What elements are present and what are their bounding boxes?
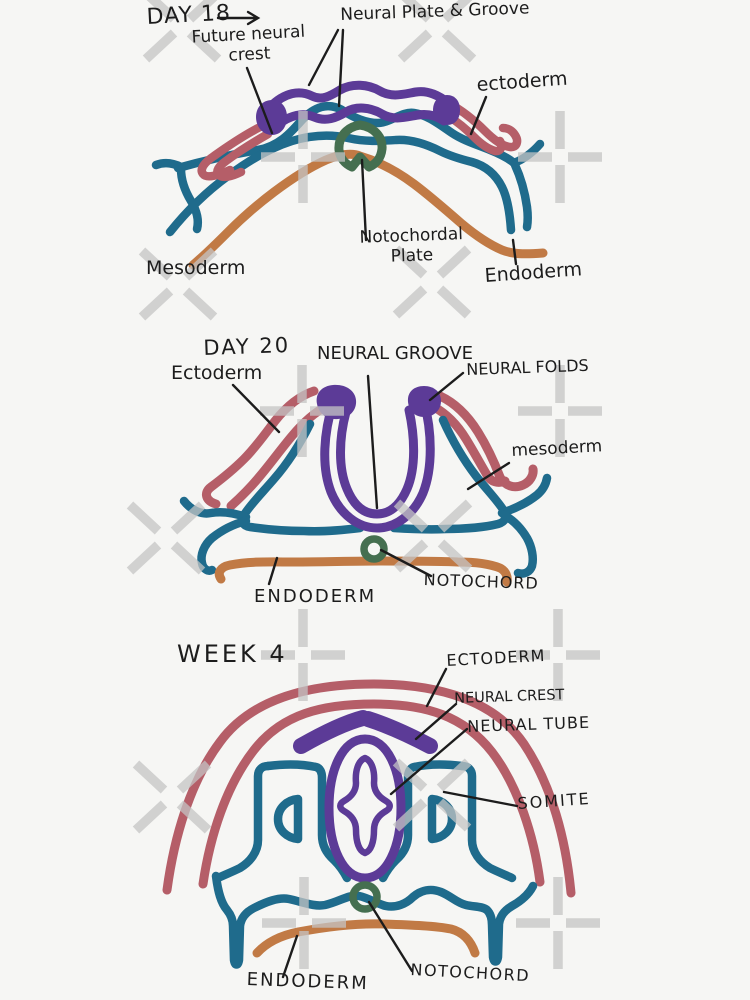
- mesoderm-p1-text: Mesoderm: [146, 257, 246, 279]
- p3-neural-crest-chevron-right: [360, 711, 438, 754]
- leader-notochordal-plate: [360, 158, 368, 242]
- p1-ectoderm-left-inner: [213, 129, 273, 182]
- watermark-plus-icon: [260, 365, 344, 457]
- leader-neural-folds: [428, 371, 465, 402]
- leader-endoderm-p1: [511, 238, 518, 266]
- p2-mesoderm-left-arm: [179, 496, 251, 522]
- leader-future-neural-crest: [245, 66, 274, 135]
- day18-right-arrow-icon: [216, 10, 261, 26]
- p1-mesoderm-left-tail: [176, 164, 202, 234]
- p1-ectoderm-right-inner: [439, 109, 506, 156]
- p3-neural-canal-slit: [337, 754, 393, 857]
- watermark-plus-icon: [262, 877, 346, 969]
- leader-notochord-p2: [379, 548, 433, 578]
- p3-neural-structures: [293, 710, 438, 883]
- label-notochordal-plate: Notochordal Plate: [352, 224, 471, 268]
- p2-neural-groove-inner: [336, 405, 419, 519]
- label-neural-groove: NEURAL GROOVE: [317, 343, 474, 365]
- p3-neural-tube-oval: [324, 734, 406, 883]
- p2-mesoderm-right-tail: [499, 510, 538, 578]
- notochord-p2-text: NOTOCHORD: [423, 570, 540, 594]
- notochordal-plate-line2: Plate: [390, 244, 434, 267]
- panel2-day20-drawing: [179, 384, 552, 587]
- watermark-plus-icon: [518, 111, 602, 203]
- p1-notochordal-plate-shape: [334, 120, 387, 172]
- leader-endoderm-p2: [267, 556, 279, 586]
- p3-neural-crest-chevron-left: [293, 710, 371, 754]
- p2-ectoderm-right-outer: [435, 391, 538, 492]
- p3-somite-left-cavity: [273, 794, 303, 844]
- leader-neural-plate-left: [307, 28, 340, 87]
- label-ectoderm-p2: Ectoderm: [171, 362, 263, 385]
- leader-somite: [442, 790, 519, 808]
- day20-title-text: DAY 20: [203, 332, 291, 360]
- p2-notochord-ring: [360, 535, 388, 563]
- p1-future-crest-blob-right: [433, 95, 460, 125]
- p2-ectoderm-left-inner: [226, 401, 332, 511]
- p3-endoderm-layer: [252, 919, 480, 958]
- leader-ectoderm-p2: [231, 383, 281, 434]
- leader-neural-crest: [414, 702, 458, 741]
- endoderm-p2-text: ENDODERM: [254, 586, 377, 607]
- leader-mesoderm-p2: [466, 461, 511, 491]
- p1-neural-plate-top: [265, 80, 453, 112]
- leader-lines: [216, 10, 519, 979]
- p3-ectoderm-inner-arc: [198, 699, 545, 889]
- panel1-day18-drawing: [151, 80, 548, 270]
- neural-groove-text: NEURAL GROOVE: [317, 343, 474, 364]
- leader-endoderm-p3: [281, 934, 299, 979]
- endoderm-p3-text: ENDODERM: [246, 969, 370, 995]
- neural-crest-text: NEURAL CREST: [454, 687, 565, 707]
- watermark-x-icon: [136, 764, 208, 830]
- leader-neural-groove: [366, 374, 379, 510]
- p1-ectoderm-left-outer: [197, 121, 267, 181]
- p3-body-wall-wave: [211, 871, 538, 969]
- watermark-x-icon: [130, 505, 202, 571]
- p2-neural-fold-blob-right: [407, 386, 441, 417]
- p3-notochord-circle: [349, 881, 381, 913]
- leader-neural-plate-right: [337, 28, 345, 108]
- p1-mesoderm-left-arm: [151, 159, 186, 172]
- p2-mesoderm-left-tail: [197, 516, 251, 575]
- week4-title-text: WEEK 4: [177, 640, 288, 668]
- p1-notochordal-plate-ring: [334, 120, 387, 172]
- ectoderm-p2-text: Ectoderm: [171, 362, 263, 384]
- p2-neural-groove-outer: [320, 397, 435, 533]
- label-mesoderm-p1: Mesoderm: [146, 257, 246, 280]
- label-endoderm-p2: ENDODERM: [254, 586, 377, 608]
- p2-ectoderm-right-inner: [429, 402, 510, 487]
- leader-notochord-p3: [367, 900, 414, 973]
- label-endoderm-p3: ENDODERM: [246, 969, 370, 995]
- label-day20-title: DAY 20: [203, 333, 291, 360]
- leader-ectoderm-p3: [425, 667, 448, 708]
- p2-mesoderm-right-arm: [497, 473, 552, 518]
- leader-ectoderm-p1: [469, 95, 488, 136]
- p3-endoderm-line: [252, 919, 480, 958]
- leader-neural-tube: [389, 727, 469, 796]
- p1-neural-plate-bottom: [271, 103, 449, 131]
- mesoderm-p2-text: mesoderm: [510, 436, 603, 461]
- p2-ectoderm-layers: [201, 386, 538, 511]
- p1-mesoderm-right-tail: [510, 160, 532, 232]
- neural-tube-text: NEURAL TUBE: [466, 712, 591, 736]
- p3-somite-left-outer: [213, 761, 273, 883]
- label-future-neural-crest: Future neural crest: [184, 22, 314, 68]
- label-week4-title: WEEK 4: [177, 640, 288, 669]
- p3-notochord-ring: [349, 881, 381, 913]
- neural-folds-text: NEURAL FOLDS: [465, 355, 589, 379]
- p2-notochord-circle: [360, 535, 388, 563]
- panel3-week4-drawing: [162, 679, 576, 969]
- p3-somite-right-outer: [457, 761, 517, 883]
- p1-ectoderm-layers: [197, 99, 522, 182]
